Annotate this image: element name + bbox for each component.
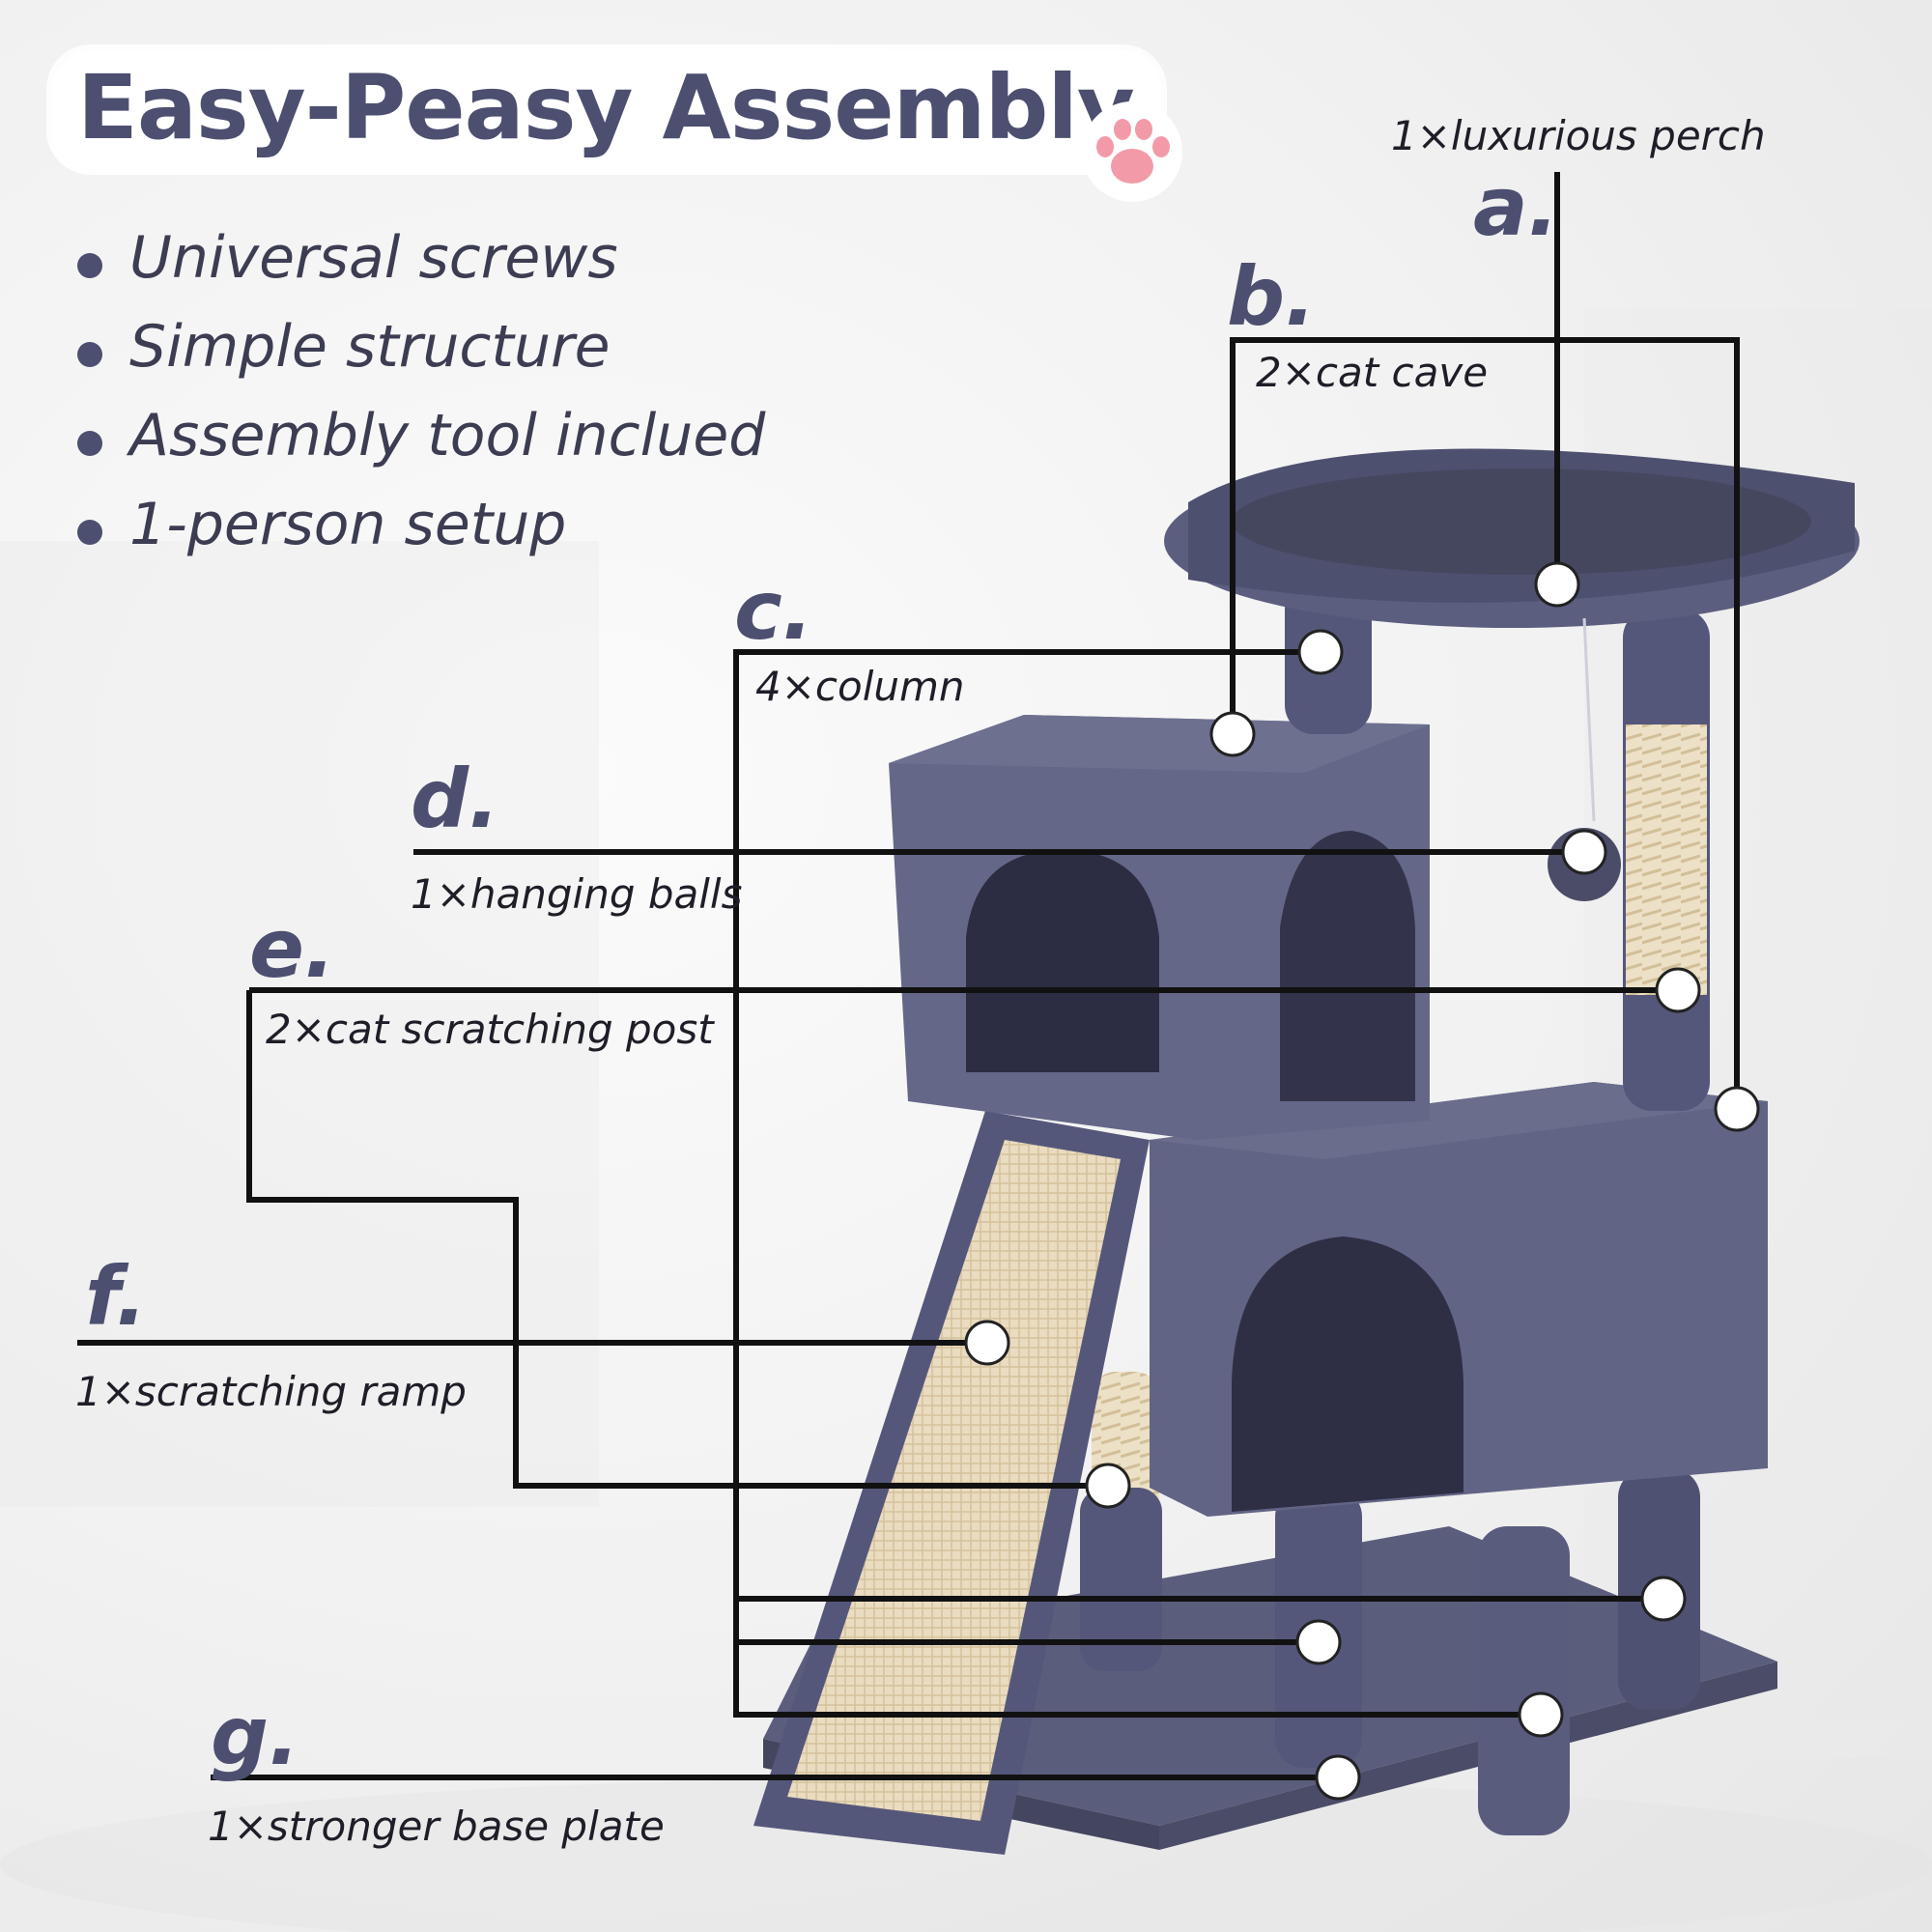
part-label-c: 4×column (755, 663, 965, 710)
feature-list: Universal screws Simple structure Assemb… (77, 224, 765, 580)
part-letter-d: d. (411, 752, 500, 846)
part-label-d: 1×hanging balls (411, 870, 743, 918)
column-2 (1478, 1526, 1570, 1835)
cat-tree (753, 448, 1860, 1855)
feature-item: Universal screws (77, 224, 765, 313)
callout-lines (77, 172, 1740, 1780)
part-label-b: 2×cat cave (1256, 349, 1489, 396)
part-letter-c: c. (734, 563, 813, 658)
part-letter-g: g. (211, 1689, 300, 1783)
feature-item: Simple structure (77, 313, 765, 402)
page-title: Easy-Peasy Assembly (77, 56, 1135, 159)
callout-dots (964, 561, 1760, 1801)
part-label-f: 1×scratching ramp (75, 1368, 467, 1415)
part-letter-e: e. (249, 901, 335, 996)
part-letter-b: b. (1227, 249, 1317, 344)
feature-item: Assembly tool inclued (77, 402, 765, 491)
feature-item: 1-person setup (77, 491, 765, 580)
part-label-a: 1×luxurious perch (1391, 112, 1766, 159)
title-banner: Easy-Peasy Assembly (52, 50, 1161, 169)
part-letter-a: a. (1473, 159, 1559, 254)
paw-print-icon (1082, 101, 1182, 202)
part-label-g: 1×stronger base plate (208, 1803, 665, 1850)
part-label-e: 2×cat scratching post (266, 1006, 714, 1053)
part-letter-f: f. (85, 1249, 147, 1344)
